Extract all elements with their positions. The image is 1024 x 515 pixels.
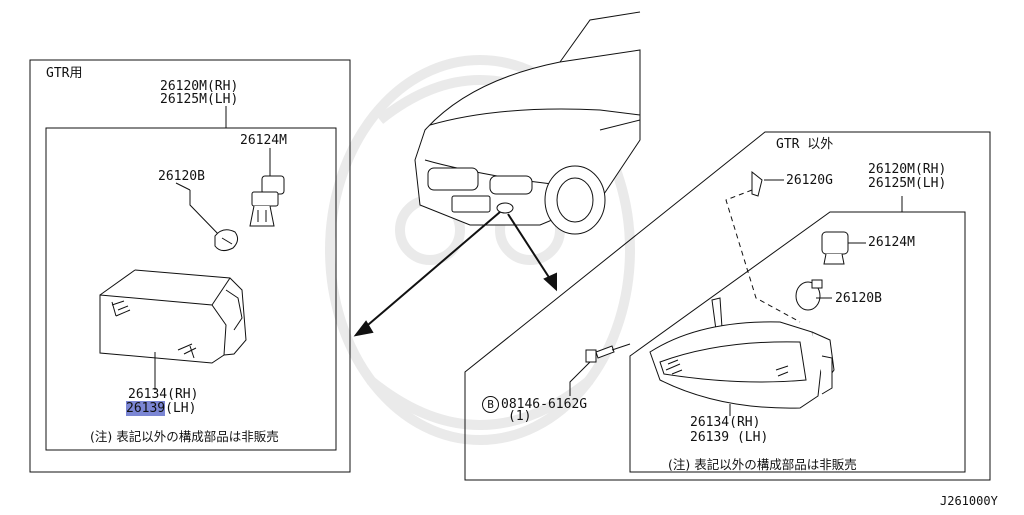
leader-arrows (353, 211, 557, 337)
left-bulb-part (189, 190, 239, 252)
right-bolt-qty: (1) (508, 409, 532, 424)
left-panel-note: (注) 表記以外の構成部品は非販売 (90, 429, 279, 444)
left-bulb-label: 26120B (158, 169, 205, 184)
right-socket-label: 26124M (868, 235, 915, 250)
left-lens-lh-label: 26139(LH) (126, 401, 197, 416)
label-leaders (175, 182, 832, 299)
left-assembly-lh-label: 26125M(LH) (160, 92, 239, 107)
right-panel-frame (464, 131, 991, 481)
left-panel-title: GTR用 (46, 66, 83, 81)
right-bolt-part (569, 343, 631, 396)
right-lens-lh-label: 26139 (LH) (690, 430, 769, 445)
right-bulb-part (795, 279, 832, 311)
right-lens-rh-label: 26134(RH) (690, 415, 761, 430)
right-panel-note: (注) 表記以外の構成部品は非販売 (668, 457, 857, 472)
right-assembly-lh-label: 26125M(LH) (868, 176, 947, 191)
left-socket-part (249, 148, 285, 227)
right-clip-part (725, 170, 801, 323)
right-lamp-housing (649, 297, 835, 416)
left-lens-lh-part-number[interactable]: 26139 (126, 401, 166, 416)
bolt-symbol-icon: B (482, 396, 499, 413)
left-lamp-housing (99, 269, 247, 390)
right-clip-label: 26120G (786, 173, 833, 188)
right-assembly-rh-label: 26120M(RH) (868, 162, 947, 177)
left-socket-label: 26124M (240, 133, 287, 148)
car-illustration (414, 11, 641, 235)
figure-code: J261000Y (940, 494, 998, 508)
right-panel-title: GTR 以外 (776, 137, 834, 152)
left-lens-lh-suffix: (LH) (165, 401, 197, 416)
left-panel-frame (29, 59, 351, 473)
left-lens-rh-label: 26134(RH) (128, 387, 199, 402)
right-bulb-label: 26120B (835, 291, 882, 306)
right-socket-part (821, 231, 866, 265)
right-bolt-part-number: 08146-6162G (501, 397, 588, 412)
left-assembly-rh-label: 26120M(RH) (160, 79, 239, 94)
